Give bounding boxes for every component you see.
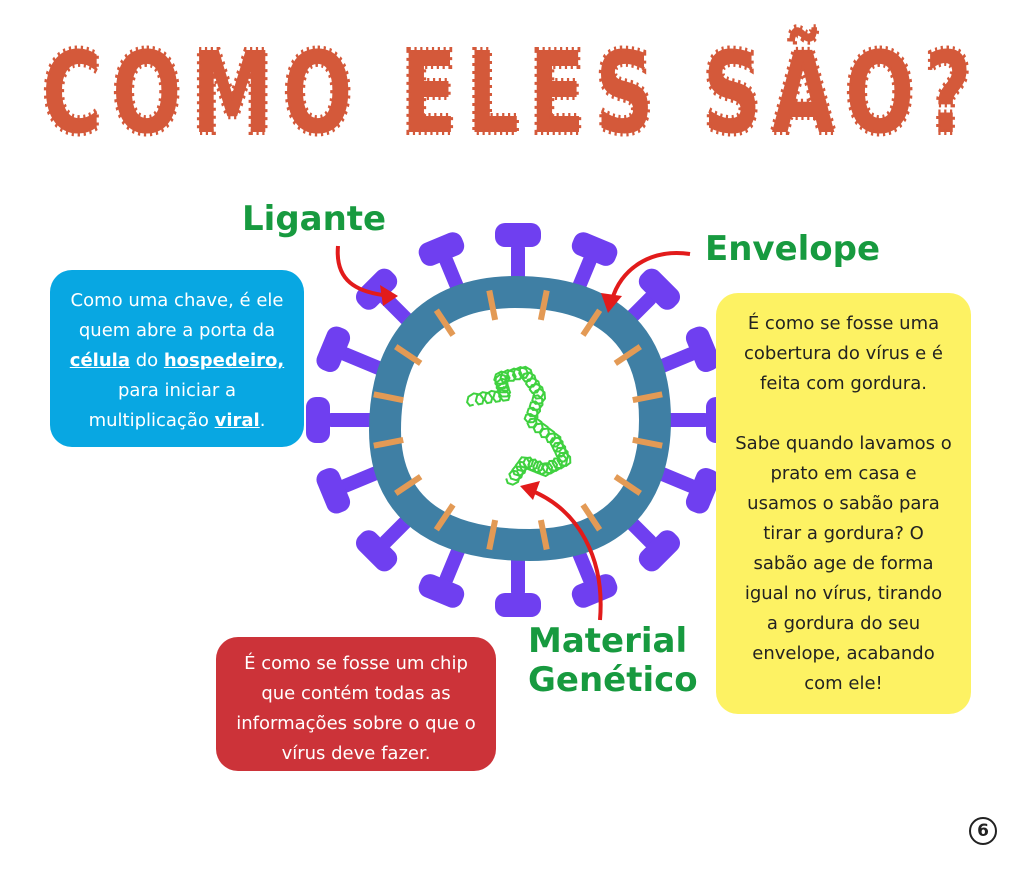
ligante-text-line: multiplicação viral. (60, 406, 294, 436)
envelope-text-line: a gordura do seu (766, 613, 921, 634)
envelope-mark (537, 519, 550, 551)
envelope-mark (394, 474, 423, 496)
label-material-line2: Genético (528, 660, 698, 701)
envelope-mark (486, 289, 499, 321)
ligante-info-box: Como uma chave, é ele quem abre a porta … (50, 270, 304, 447)
envelope-mark (580, 308, 603, 337)
label-material-line1: Material (528, 621, 688, 661)
envelope-text-line: É como se fosse uma (747, 313, 940, 334)
word-viral: viral (214, 410, 260, 431)
arrow-envelope (601, 251, 691, 313)
envelope-text-line: prato em casa e (770, 463, 917, 484)
envelope-mark (632, 391, 663, 404)
envelope-text-line: envelope, acabando (752, 643, 935, 664)
arrow-material (520, 481, 603, 621)
spike (316, 326, 390, 378)
envelope-text-line: Sabe quando lavamos o (735, 433, 952, 454)
envelope-mark (373, 436, 404, 449)
envelope-mark (613, 474, 642, 496)
material-text-line: vírus deve fazer. (281, 743, 431, 764)
envelope-info-box: É como se fosse uma cobertura do vírus e… (716, 293, 971, 714)
envelope-mark (433, 308, 456, 337)
envelope-text-line: sabão age de forma (753, 553, 934, 574)
envelope-text-line: com ele! (804, 673, 883, 694)
envelope-text-line: usamos o sabão para (747, 493, 940, 514)
arrow-ligante (335, 245, 398, 306)
page-title-art: COMO ELES SÃO? (39, 24, 982, 162)
page-number: 6 (969, 817, 997, 845)
material-text-line: que contém todas as (261, 683, 451, 704)
label-envelope: Envelope (705, 229, 881, 269)
envelope-mark (433, 503, 456, 532)
envelope-mark (394, 344, 423, 366)
envelope-mark (486, 519, 499, 551)
word-hospedeiro: hospedeiro, (163, 350, 285, 371)
label-material-genetico: Material Genético (528, 621, 698, 701)
envelope-text-line: cobertura do vírus e é (743, 343, 944, 364)
genetic-material (466, 365, 572, 486)
page-title: COMO ELES SÃO? (42, 27, 982, 159)
envelope-mark (373, 391, 404, 404)
paragraph-gap (726, 399, 961, 429)
envelope-ring (368, 275, 672, 562)
envelope-mark (613, 344, 642, 366)
envelope-marks (373, 289, 663, 551)
envelope-text-line: feita com gordura. (760, 373, 927, 394)
spike (306, 397, 378, 443)
material-text-line: informações sobre o que o (236, 713, 476, 734)
envelope-text-line: tirar a gordura? O (763, 523, 924, 544)
material-text-line: É como se fosse um chip (244, 653, 468, 674)
envelope-text-line: igual no vírus, tirando (744, 583, 943, 604)
envelope-mark (580, 503, 603, 532)
material-info-box: É como se fosse um chip que contém todas… (216, 637, 496, 771)
ligante-text-line: célula do hospedeiro, (60, 346, 294, 376)
word-dot: . (259, 410, 266, 431)
word-celula: célula (69, 350, 130, 371)
ligante-text-line: quem abre a porta da (78, 320, 276, 341)
word-do: do (129, 350, 164, 371)
word-multiplicacao: multiplicação (88, 410, 215, 431)
ligante-text-line: Como uma chave, é ele (70, 290, 284, 311)
envelope-mark (632, 436, 663, 449)
label-ligante: Ligante (242, 199, 387, 239)
ligante-text-line: para iniciar a (117, 380, 237, 401)
envelope-mark (537, 289, 550, 321)
